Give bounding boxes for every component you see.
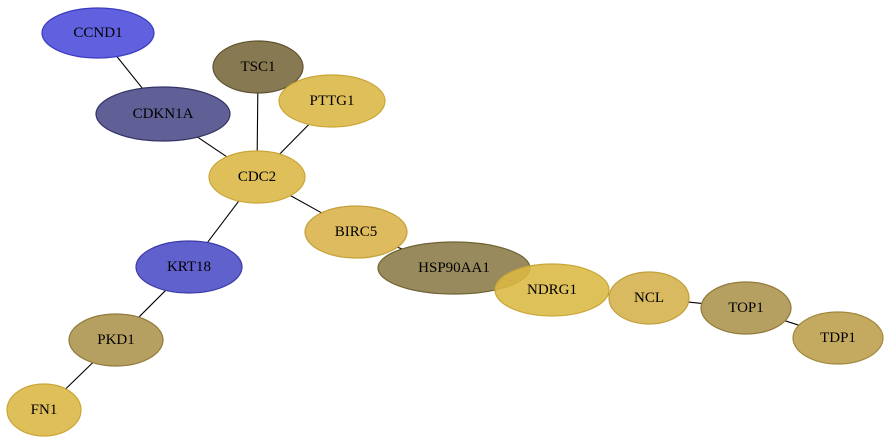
node-cdkn1a[interactable]: CDKN1A — [95, 86, 231, 142]
node-ellipse-fn1[interactable] — [6, 383, 82, 437]
node-ndrg1[interactable]: NDRG1 — [494, 263, 610, 317]
node-krt18[interactable]: KRT18 — [135, 240, 243, 294]
node-top1[interactable]: TOP1 — [700, 281, 792, 335]
node-ellipse-ndrg1[interactable] — [494, 263, 610, 317]
node-label-pttg1: PTTG1 — [310, 93, 355, 109]
node-pttg1[interactable]: PTTG1 — [278, 74, 386, 128]
node-ccnd1[interactable]: CCND1 — [41, 7, 155, 59]
node-fn1[interactable]: FN1 — [6, 383, 82, 437]
node-label-ndrg1: NDRG1 — [527, 282, 577, 298]
node-ellipse-tdp1[interactable] — [792, 311, 884, 365]
node-ellipse-tsc1[interactable] — [212, 40, 304, 94]
edge-pkd1-fn1 — [65, 362, 94, 390]
edges-layer — [65, 56, 799, 390]
node-label-fn1: FN1 — [31, 402, 58, 418]
node-label-birc5: BIRC5 — [335, 224, 378, 240]
node-label-ccnd1: CCND1 — [73, 25, 122, 41]
node-cdc2[interactable]: CDC2 — [208, 150, 306, 204]
edge-krt18-pkd1 — [138, 289, 167, 318]
edge-ncl-top1 — [688, 301, 702, 304]
node-label-ncl: NCL — [634, 290, 664, 306]
node-tsc1[interactable]: TSC1 — [212, 40, 304, 94]
node-label-cdkn1a: CDKN1A — [133, 106, 194, 122]
node-tdp1[interactable]: TDP1 — [792, 311, 884, 365]
edge-pttg1-cdc2 — [279, 124, 310, 155]
edge-cdkn1a-cdc2 — [197, 136, 228, 158]
node-label-tsc1: TSC1 — [240, 59, 275, 75]
node-ellipse-ccnd1[interactable] — [41, 7, 155, 59]
edge-tsc1-cdc2 — [256, 92, 259, 152]
node-ellipse-top1[interactable] — [700, 281, 792, 335]
node-ellipse-cdkn1a[interactable] — [95, 86, 231, 142]
node-label-tdp1: TDP1 — [820, 330, 856, 346]
edge-ccnd1-cdkn1a — [116, 56, 143, 89]
node-label-pkd1: PKD1 — [97, 332, 135, 348]
node-ellipse-pkd1[interactable] — [68, 313, 164, 367]
node-label-hsp90aa1: HSP90AA1 — [418, 260, 490, 276]
node-ellipse-birc5[interactable] — [304, 205, 408, 259]
node-pkd1[interactable]: PKD1 — [68, 313, 164, 367]
node-hsp90aa1[interactable]: HSP90AA1 — [377, 241, 531, 295]
node-ellipse-cdc2[interactable] — [208, 150, 306, 204]
node-ncl[interactable]: NCL — [608, 271, 690, 325]
edge-cdc2-krt18 — [206, 200, 240, 243]
node-ellipse-krt18[interactable] — [135, 240, 243, 294]
node-label-krt18: KRT18 — [167, 259, 211, 275]
node-ellipse-ncl[interactable] — [608, 271, 690, 325]
edge-top1-tdp1 — [785, 320, 799, 326]
node-ellipse-pttg1[interactable] — [278, 74, 386, 128]
node-label-cdc2: CDC2 — [238, 169, 276, 185]
edge-cdc2-birc5 — [290, 195, 322, 214]
node-birc5[interactable]: BIRC5 — [304, 205, 408, 259]
node-label-top1: TOP1 — [728, 300, 764, 316]
